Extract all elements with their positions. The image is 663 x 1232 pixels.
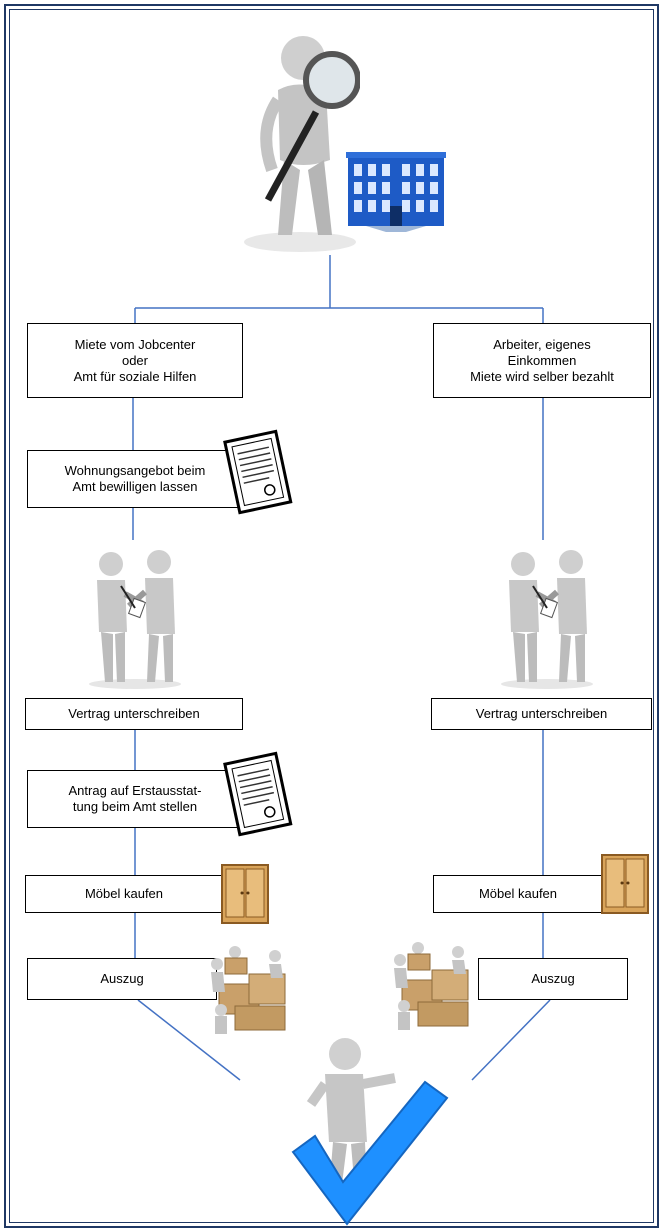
- wardrobe-icon: [601, 854, 649, 914]
- box-apply-furnishing: Antrag auf Erstausstat- tung beim Amt st…: [27, 770, 243, 828]
- moving-boxes-icon: [211, 946, 286, 1034]
- box-move-out-right: Auszug: [478, 958, 628, 1000]
- box-sign-contract-left: Vertrag unterschreiben: [25, 698, 243, 730]
- box-buy-furniture-right: Möbel kaufen: [433, 875, 603, 913]
- box-jobcenter-rent: Miete vom Jobcenter oder Amt für soziale…: [27, 323, 243, 398]
- spacer: [27, 724, 35, 728]
- box-move-out-left: Auszug: [27, 958, 217, 1000]
- building-icon: [346, 152, 446, 232]
- page-frame-inner: [9, 9, 654, 1223]
- checkmark-person-icon: [291, 1038, 449, 1226]
- box-buy-furniture-left: Möbel kaufen: [25, 875, 223, 913]
- moving-boxes-icon: [394, 942, 469, 1030]
- box-sign-contract-right: Vertrag unterschreiben: [431, 698, 652, 730]
- handshake-icon: [501, 550, 593, 689]
- magnifier-person-icon: [244, 36, 360, 252]
- document-icon: [223, 751, 293, 837]
- document-icon: [223, 429, 293, 515]
- box-approve-offer: Wohnungsangebot beim Amt bewilligen lass…: [27, 450, 243, 508]
- page-frame-outer: [4, 4, 659, 1228]
- handshake-icon: [89, 550, 181, 689]
- box-own-income: Arbeiter, eigenes Einkommen Miete wird s…: [433, 323, 651, 398]
- wardrobe-icon: [221, 864, 269, 924]
